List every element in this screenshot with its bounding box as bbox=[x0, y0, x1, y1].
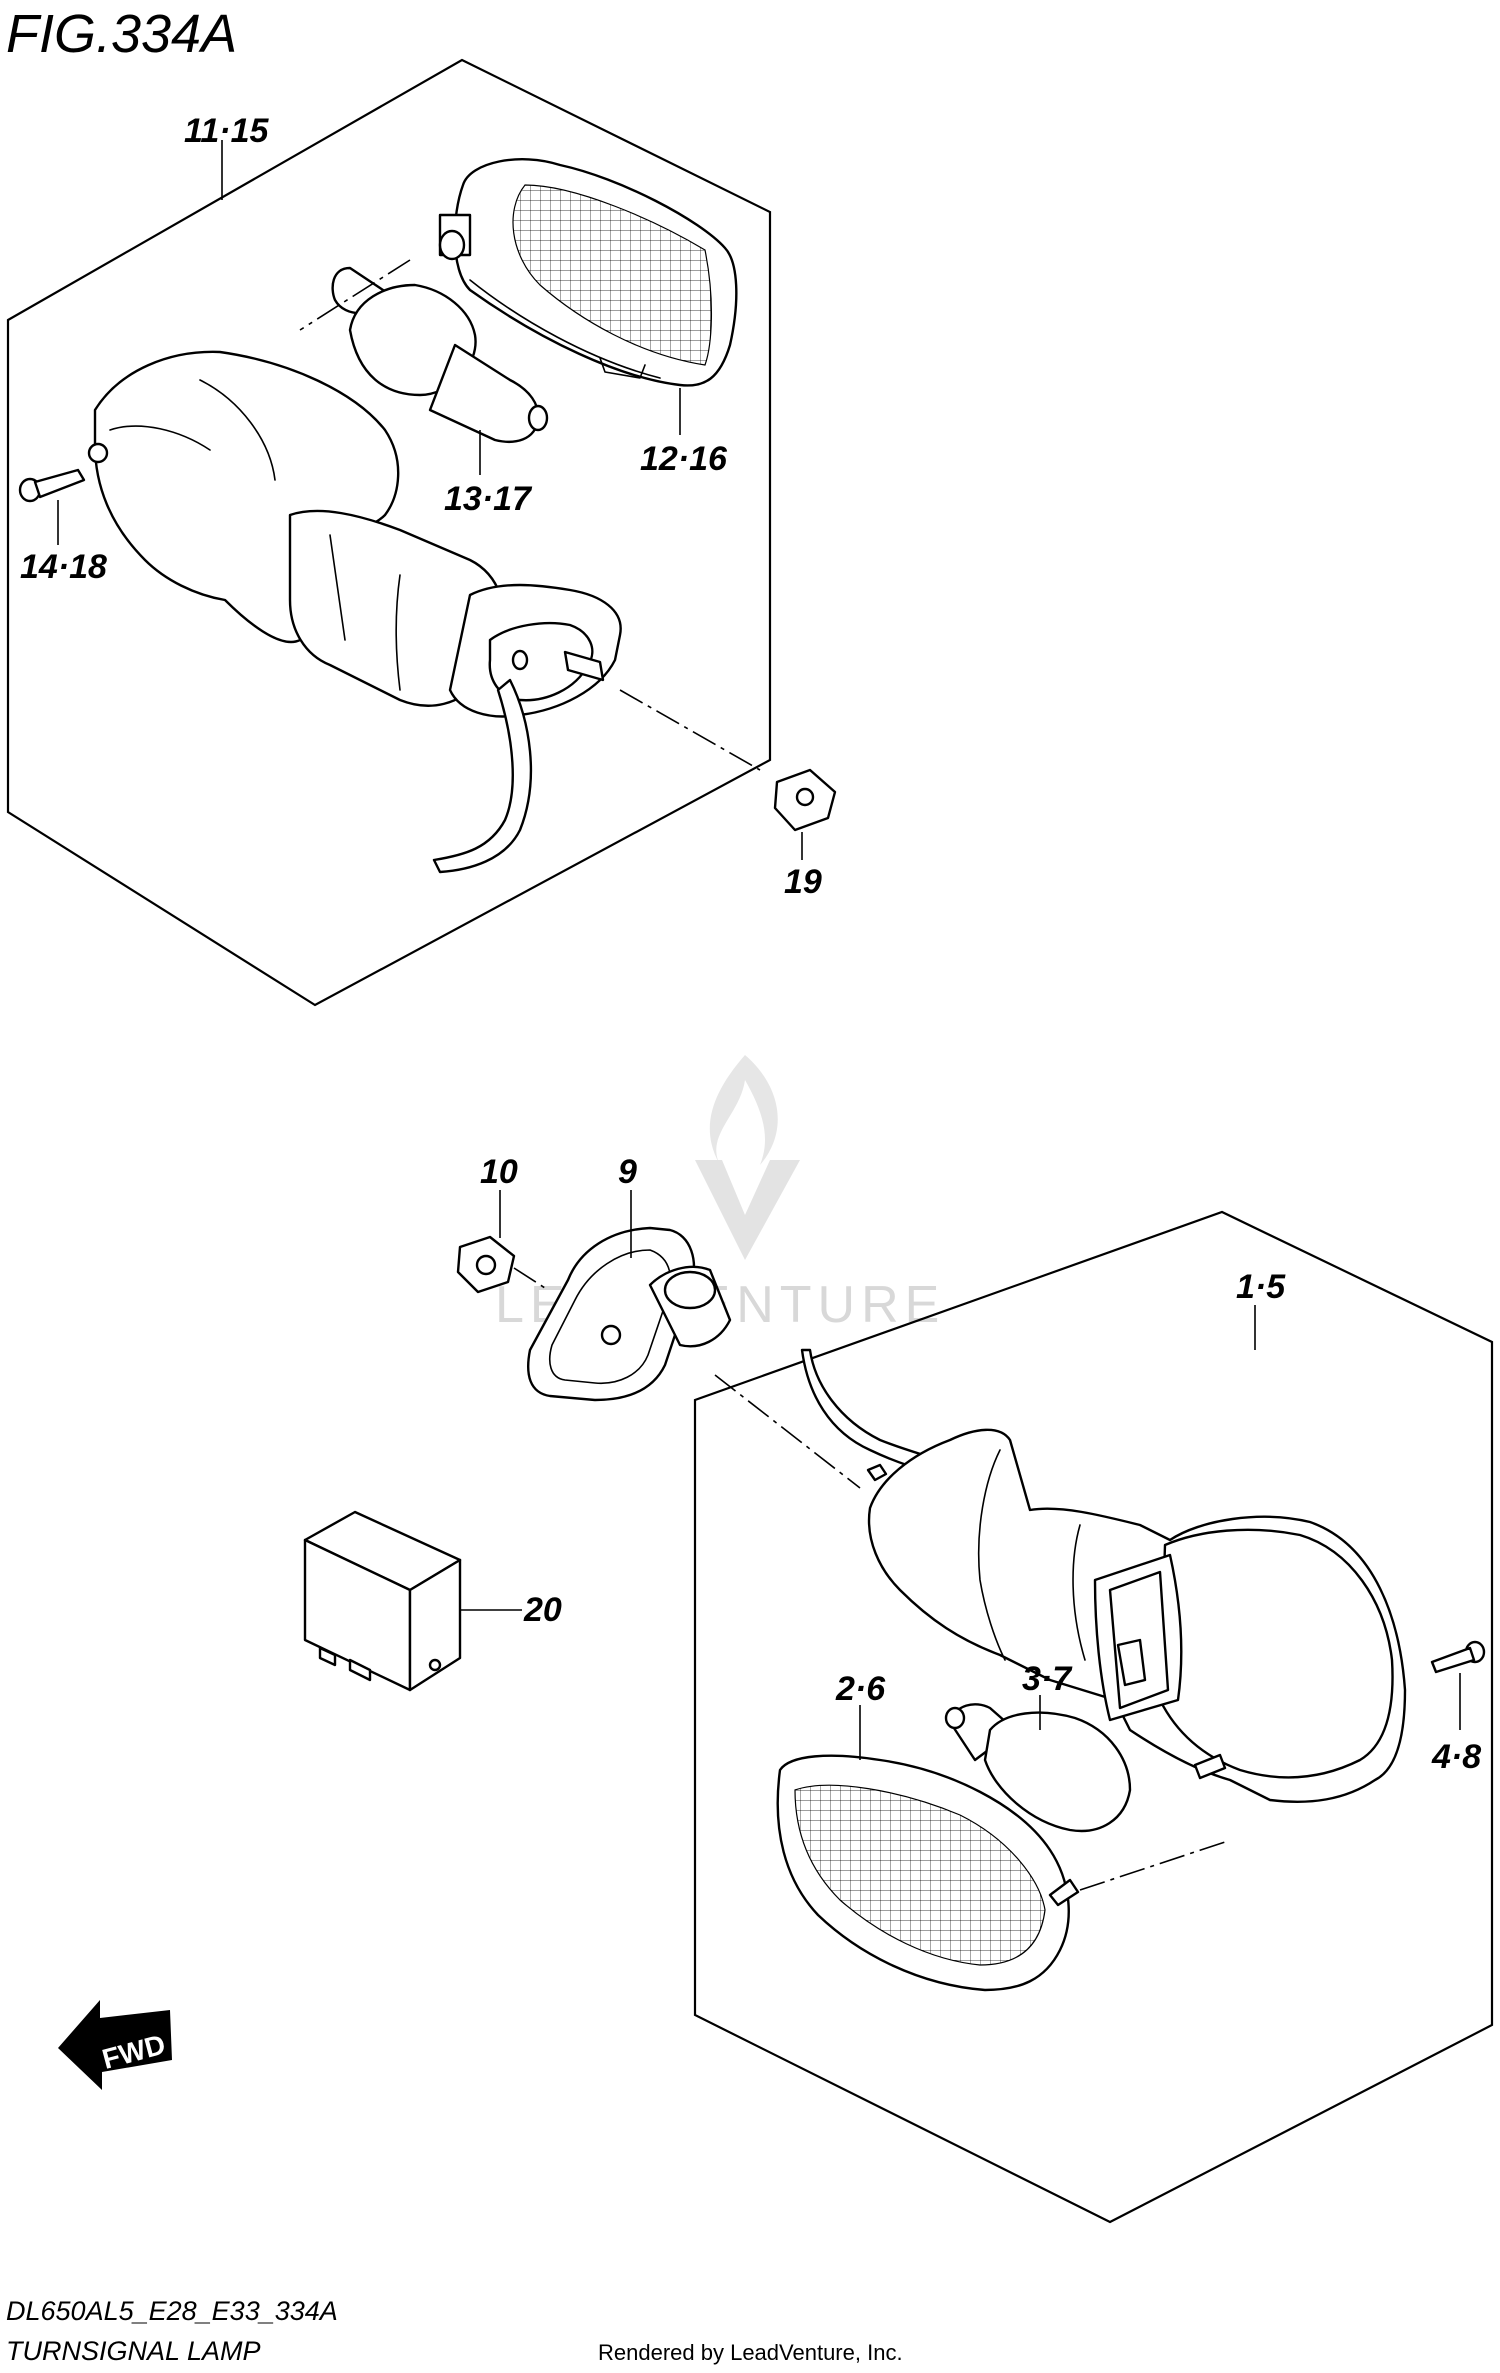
forward-direction-arrow: FWD bbox=[58, 2000, 172, 2090]
figure-title: FIG.334A bbox=[6, 4, 237, 64]
callout-front-bulb: 3·7 bbox=[1022, 1660, 1073, 1698]
rear-lamp-body bbox=[87, 350, 622, 718]
callout-rear-bulb: 13·17 bbox=[444, 480, 533, 518]
front-bulb bbox=[944, 1703, 1132, 1833]
front-screw bbox=[1430, 1640, 1486, 1674]
callout-front-screw: 4·8 bbox=[1431, 1738, 1481, 1776]
rear-bulb bbox=[331, 266, 549, 443]
callout-relay: 20 bbox=[523, 1591, 562, 1629]
callout-front-lamp-assembly: 1·5 bbox=[1236, 1268, 1286, 1306]
front-lens bbox=[776, 1754, 1080, 1992]
render-credit: Rendered by LeadVenture, Inc. bbox=[598, 2340, 903, 2365]
front-lamp-body bbox=[866, 1428, 1407, 1803]
callout-rear-nut: 19 bbox=[784, 863, 822, 901]
gasket bbox=[527, 1226, 732, 1402]
callout-rear-screw: 14·18 bbox=[20, 548, 107, 586]
callout-nut: 10 bbox=[480, 1153, 518, 1191]
front-lamp-assembly-box bbox=[693, 1210, 1494, 2224]
nut bbox=[456, 1235, 516, 1294]
callout-rear-lens: 12·16 bbox=[640, 440, 728, 478]
rear-screw bbox=[18, 468, 86, 503]
diagram-name: TURNSIGNAL LAMP bbox=[6, 2336, 261, 2366]
callout-rear-lamp-assembly: 11·15 bbox=[184, 112, 270, 150]
model-code: DL650AL5_E28_E33_334A bbox=[6, 2296, 338, 2326]
rear-lamp-assembly-box bbox=[6, 58, 772, 1007]
callout-gasket: 9 bbox=[618, 1153, 637, 1191]
rear-nut bbox=[773, 768, 837, 832]
turnsignal-relay bbox=[303, 1510, 462, 1692]
callout-front-lens: 2·6 bbox=[835, 1670, 886, 1708]
rear-lens bbox=[438, 158, 738, 387]
